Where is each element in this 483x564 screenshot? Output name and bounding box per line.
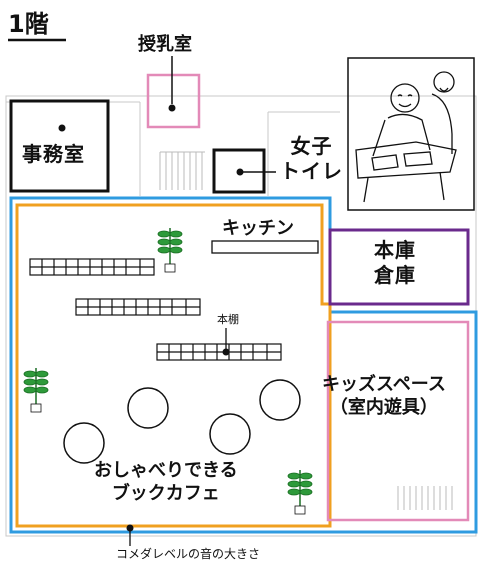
kids-space-label-line1: キッズスペース [322,374,446,395]
noise-level-label: コメダレベルの音の大きさ [116,547,261,561]
bookshelf-2 [75,298,201,316]
nursing-room-outline [146,73,201,129]
sketch-illustration [347,57,475,211]
cafe-table-2 [259,379,301,421]
toilet-label: 女子 トイレ [280,134,343,184]
kids-space-label: キッズスペース （室内遊具） [322,374,446,419]
toilet-outline [212,148,266,194]
nursing-room-label: 授乳室 [138,34,192,55]
cafe-table-3 [63,422,105,464]
toilet-label-line2: トイレ [280,159,343,183]
office-label: 事務室 [22,142,85,166]
cafe-table-1 [127,387,169,429]
stairs-lower [397,486,453,510]
cafe-label-line2: ブックカフェ [111,482,220,504]
bookshelf-label: 本棚 [217,313,239,326]
bookshelf-3 [156,343,282,361]
kids-space-label-line2: （室内遊具） [329,396,438,418]
stairs-upper [159,151,205,190]
floor-title: 1階 [8,10,49,38]
cafe-label-line1: おしゃべりできる [94,460,238,481]
cafe-table-4 [209,413,251,455]
kitchen-counter [211,240,319,254]
kitchen-label: キッチン [222,218,294,239]
plant-2 [23,368,49,413]
office-marker [58,124,66,132]
storage-label-line1: 本庫 [374,238,416,262]
cafe-label: おしゃべりできる ブックカフェ [94,460,238,505]
plant-3 [287,470,313,515]
bookshelf-1 [29,258,155,276]
office-outline [9,99,110,193]
storage-label-line2: 倉庫 [374,263,416,287]
storage-outline [328,228,470,306]
kids-space-outline [326,320,470,522]
plant-1 [157,228,183,273]
toilet-label-line1: 女子 [290,134,333,158]
nursing-room-marker [168,104,176,112]
storage-label: 本庫 倉庫 [374,238,416,288]
noise-zone-blue [9,196,478,534]
